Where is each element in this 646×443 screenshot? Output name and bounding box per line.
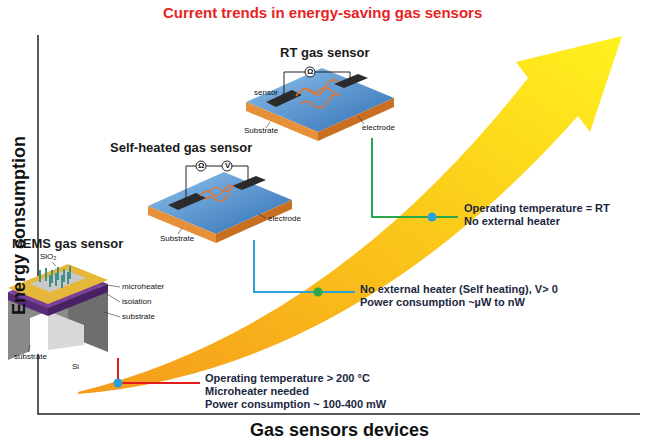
symbol-volt: V — [225, 161, 230, 170]
part-label: Si — [72, 362, 79, 371]
device-name: RT gas sensor — [280, 45, 370, 60]
part-label: Substrate — [160, 234, 194, 243]
callout-dot — [428, 213, 437, 222]
leader-line — [118, 358, 200, 383]
chart-title: Current trends in energy-saving gas sens… — [163, 4, 482, 21]
leader-line — [254, 240, 355, 292]
part-label: SiO₂ — [40, 252, 56, 261]
part-label: microheater — [122, 282, 164, 291]
part-label: sensor — [254, 88, 278, 97]
callout-text: Power consumption ~ 100-400 mW — [205, 398, 386, 411]
part-label: electrode — [362, 123, 395, 132]
callout-dot — [114, 379, 123, 388]
callout-text: No external heater (Self heating), V> 0 — [360, 283, 558, 296]
callout-dot — [314, 288, 323, 297]
part-label: substrate — [122, 312, 155, 321]
callout-text: Microheater needed — [205, 385, 309, 398]
axes — [38, 35, 640, 414]
device-name: MEMS gas sensor — [12, 236, 123, 251]
trend-arrow — [78, 36, 622, 394]
symbol-ohm: Ω — [307, 67, 313, 76]
part-label: substrate — [14, 352, 47, 361]
self-heated-device — [148, 161, 292, 243]
device-name: Self-heated gas sensor — [110, 140, 252, 155]
callout-text: No external heater — [464, 215, 560, 228]
part-label: isolation — [122, 297, 151, 306]
part-label: electrode — [268, 214, 301, 223]
part-label: Substrate — [244, 126, 278, 135]
callout-text: Operating temperature > 200 °C — [205, 372, 370, 385]
axis-title-y: Energy consumption — [9, 136, 30, 315]
axis-title-x: Gas sensors devices — [250, 420, 429, 441]
callout-text: Power consumption ~µW to nW — [360, 296, 525, 309]
symbol-ohm: Ω — [198, 161, 204, 170]
callout-text: Operating temperature = RT — [464, 202, 610, 215]
leader-line — [372, 138, 458, 217]
